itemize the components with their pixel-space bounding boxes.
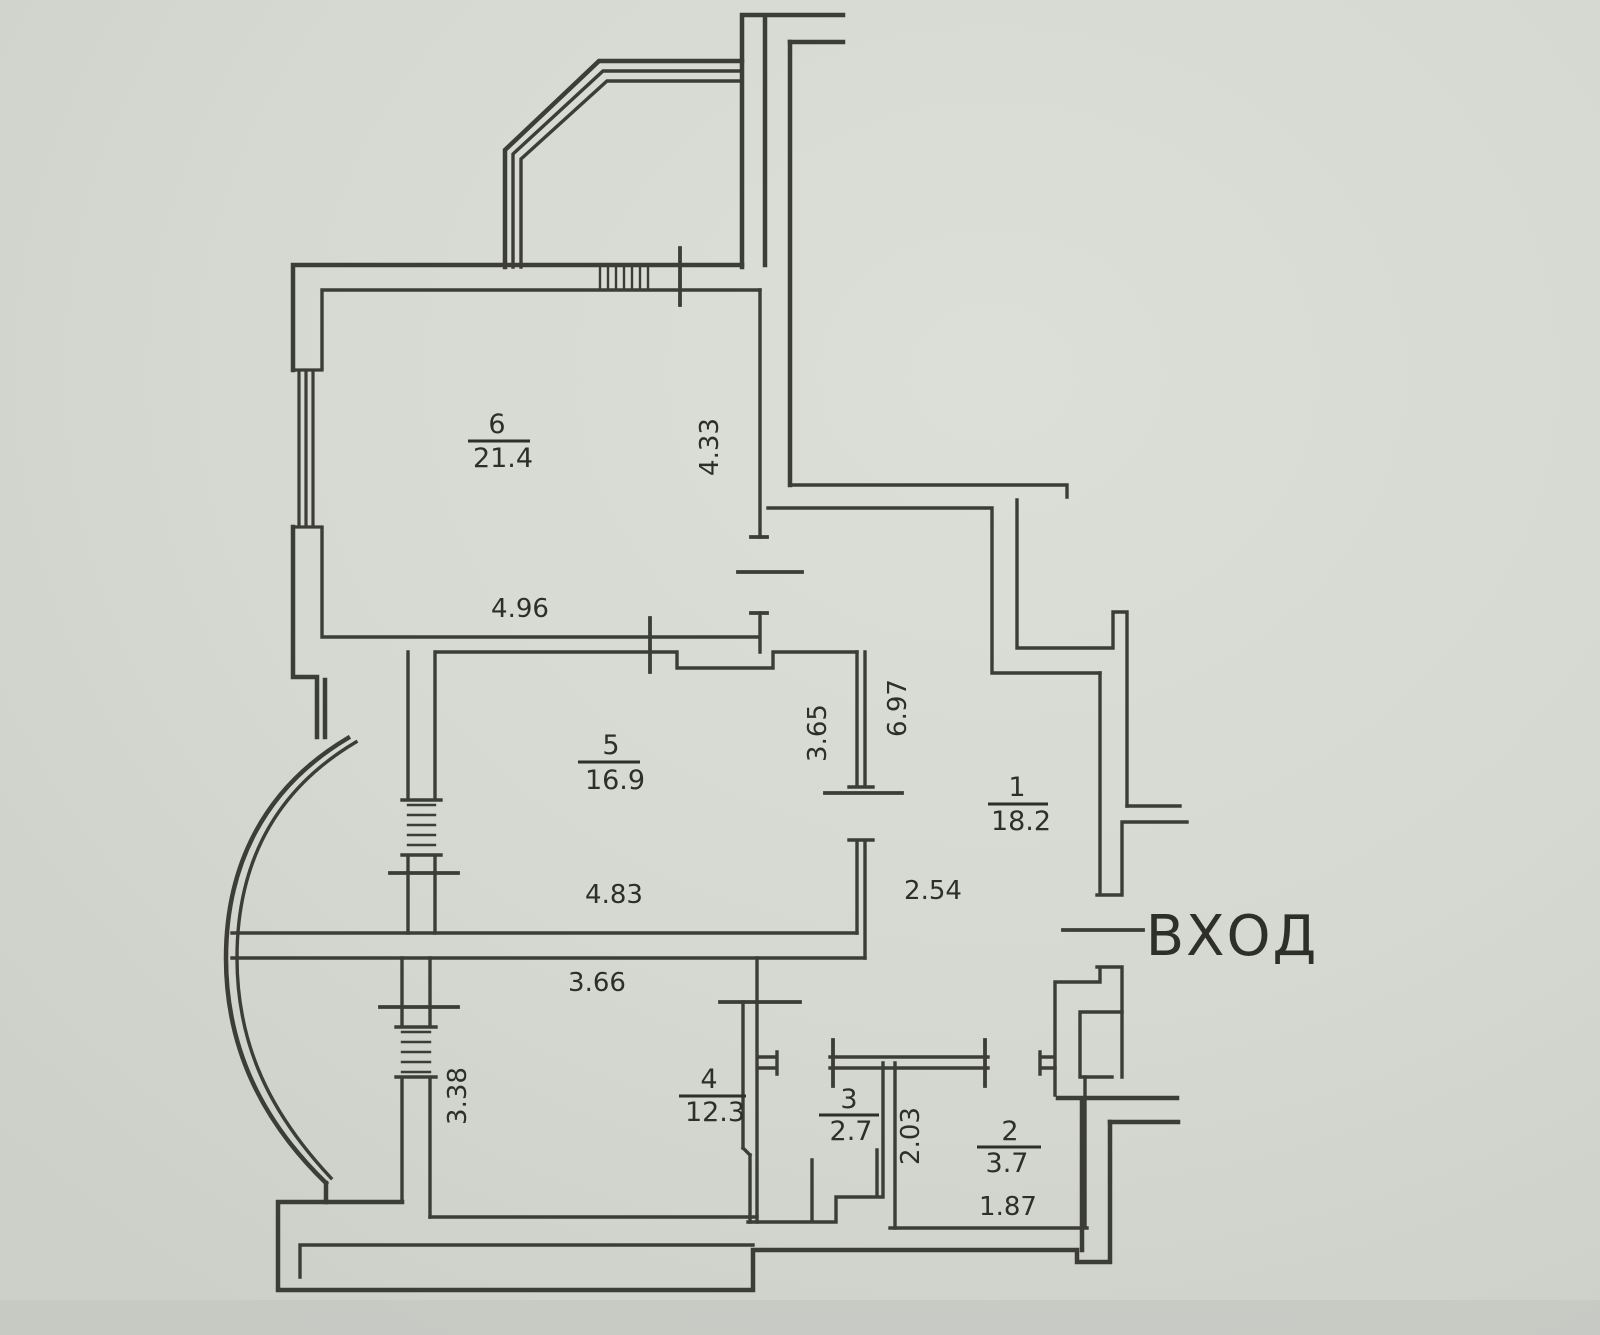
outer-walls <box>223 12 1181 1293</box>
dim-1-87: 1.87 <box>979 1192 1037 1222</box>
dimension-labels: 4.33 4.96 3.65 6.97 4.83 2.54 3.66 3.38 … <box>443 418 1037 1222</box>
dim-6-97: 6.97 <box>883 679 913 737</box>
room-5-number: 5 <box>602 730 619 761</box>
dim-2-03: 2.03 <box>896 1107 926 1165</box>
dim-3-66: 3.66 <box>568 968 626 998</box>
inner-walls <box>230 69 1189 1279</box>
dim-2-54: 2.54 <box>904 876 962 906</box>
room-2-label: 2 3.7 <box>977 1116 1041 1179</box>
room-6-label: 6 21.4 <box>468 409 533 474</box>
room-1-area: 18.2 <box>991 806 1051 837</box>
dim-3-38: 3.38 <box>443 1067 473 1125</box>
room-labels: 6 21.4 5 16.9 1 18.2 4 12.3 3 2.7 2 3 <box>468 409 1051 1179</box>
room-2-number: 2 <box>1001 1116 1018 1147</box>
room-2-area: 3.7 <box>986 1148 1029 1179</box>
dim-4-83: 4.83 <box>585 880 643 910</box>
room-3-number: 3 <box>840 1084 857 1115</box>
window-hatches <box>291 263 650 1074</box>
room-1-label: 1 18.2 <box>988 772 1051 837</box>
room-4-label: 4 12.3 <box>679 1064 746 1128</box>
room-5-area: 16.9 <box>585 765 645 796</box>
dim-3-65: 3.65 <box>803 704 833 762</box>
dim-4-33: 4.33 <box>695 418 725 476</box>
paper-bottom-shade <box>0 1300 1600 1335</box>
room-1-number: 1 <box>1008 772 1025 803</box>
room-3-label: 3 2.7 <box>819 1084 879 1147</box>
room-3-area: 2.7 <box>830 1116 873 1147</box>
room-6-number: 6 <box>488 409 505 440</box>
room-6-area: 21.4 <box>473 443 533 474</box>
room-5-label: 5 16.9 <box>578 730 645 796</box>
room-4-number: 4 <box>700 1064 717 1095</box>
door-ticks <box>378 246 1145 1088</box>
entrance-label: ВХОД <box>1146 904 1319 969</box>
room-4-area: 12.3 <box>685 1097 745 1128</box>
dim-4-96: 4.96 <box>491 594 549 624</box>
